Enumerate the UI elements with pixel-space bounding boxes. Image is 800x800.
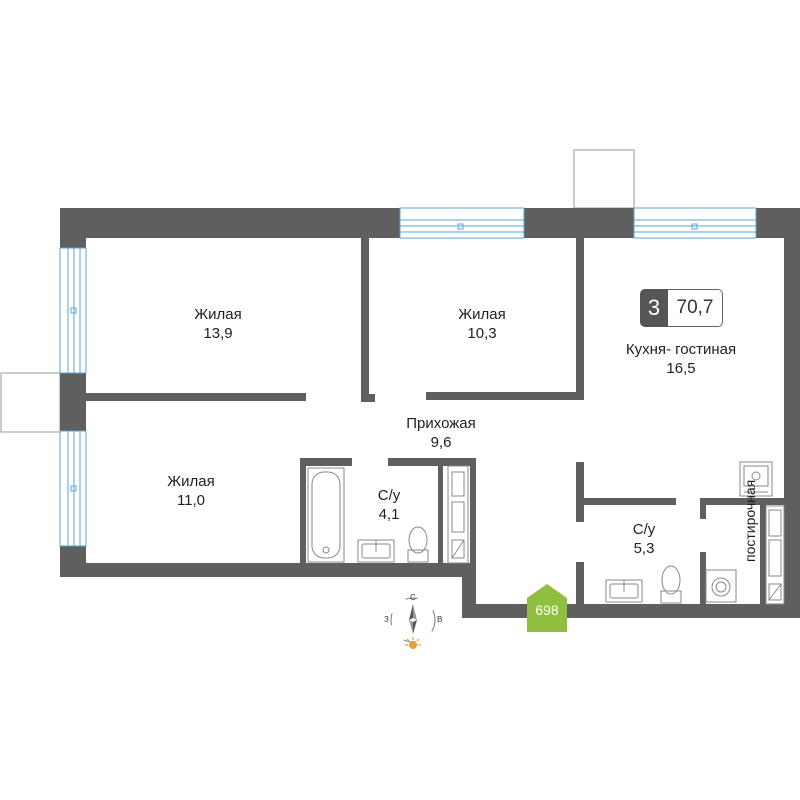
wall-room2-bottom bbox=[426, 392, 584, 400]
wall-bath1-right bbox=[470, 458, 476, 565]
room-area: 9,6 bbox=[430, 434, 452, 451]
bathtub-icon bbox=[307, 467, 345, 563]
apartment-number: 698 bbox=[535, 602, 559, 618]
windows bbox=[59, 207, 757, 547]
window-left-bottom bbox=[59, 430, 87, 547]
room-kitchen-living: Кухня- гостиная 16,5 bbox=[626, 340, 736, 378]
fixtures bbox=[307, 461, 785, 605]
room-name: С/у bbox=[377, 487, 401, 504]
wall-bottom-right bbox=[567, 604, 800, 618]
wall-bottom-left bbox=[60, 563, 464, 577]
rooms-count: 3 bbox=[640, 289, 668, 327]
wall-kitchen-left bbox=[576, 236, 584, 400]
wall-top-middle bbox=[524, 208, 634, 238]
room-laundry-label: постирочная bbox=[742, 479, 758, 562]
window-top-middle bbox=[399, 207, 525, 239]
room-bedroom-1: Жилая 13,9 bbox=[194, 305, 241, 343]
room-bathroom-2: С/у 5,3 bbox=[633, 520, 656, 558]
wall-top-left bbox=[60, 208, 400, 238]
wall-storage-right bbox=[760, 505, 766, 605]
wall-bath1-inner bbox=[438, 458, 443, 565]
balcony-left bbox=[0, 372, 61, 433]
compass-icon bbox=[390, 597, 436, 643]
room-bathroom-1: С/у 4,1 bbox=[378, 486, 401, 524]
washing-machine-icon bbox=[705, 569, 737, 603]
wall-storage-stub-top bbox=[700, 505, 706, 519]
total-area: 70,7 bbox=[668, 289, 723, 327]
wall-bath1-top-right bbox=[388, 458, 476, 466]
sink-icon-2 bbox=[605, 579, 643, 603]
wall-bedroom-divider bbox=[86, 393, 306, 401]
sun-icon bbox=[405, 637, 421, 650]
room-bedroom-3: Жилая 11,0 bbox=[167, 472, 214, 510]
toilet-icon bbox=[407, 526, 429, 563]
room-name: С/у bbox=[632, 521, 656, 538]
room-area: 4,1 bbox=[378, 506, 400, 523]
room-area: 11,0 bbox=[176, 492, 206, 509]
apartment-number-badge: 698 bbox=[527, 584, 567, 632]
wall-bedrooms-divider bbox=[361, 236, 369, 396]
wall-left-top bbox=[60, 208, 86, 248]
sink-icon bbox=[357, 539, 395, 563]
room-bedroom-2: Жилая 10,3 bbox=[458, 305, 505, 343]
wall-right bbox=[784, 208, 800, 606]
room-name: Прихожая bbox=[406, 415, 476, 432]
room-name: Жилая bbox=[167, 473, 215, 490]
window-left-top bbox=[59, 247, 87, 374]
room-name: Жилая bbox=[194, 306, 242, 323]
apartment-summary-badge: 3 70,7 bbox=[640, 289, 723, 327]
wall-bottom-entry-left bbox=[462, 604, 528, 618]
wall-stub bbox=[361, 394, 375, 402]
wall-bath1-left bbox=[300, 458, 306, 565]
wall-left-middle bbox=[60, 373, 86, 431]
washer-column-icon bbox=[447, 465, 469, 564]
compass-east: В bbox=[437, 615, 443, 624]
wall-bottom-step bbox=[462, 563, 476, 617]
wall-storage-top bbox=[700, 498, 784, 505]
room-area: 5,3 bbox=[633, 540, 655, 557]
wall-bath2-top bbox=[584, 498, 676, 505]
room-hallway: Прихожая 9,6 bbox=[406, 414, 476, 452]
room-area: 16,5 bbox=[666, 360, 696, 377]
wall-top-right bbox=[756, 208, 786, 238]
compass-north: С bbox=[410, 593, 416, 602]
walls bbox=[60, 208, 800, 618]
compass-west: З bbox=[384, 615, 389, 624]
room-area: 13,9 bbox=[203, 325, 233, 342]
room-name: Жилая bbox=[458, 306, 506, 323]
balcony-top bbox=[573, 149, 635, 209]
stove-icon bbox=[739, 461, 773, 497]
shelf-icon bbox=[765, 505, 785, 605]
wall-storage-stub-bottom bbox=[700, 552, 706, 606]
room-name: Кухня- гостиная bbox=[625, 341, 737, 358]
room-area: 10,3 bbox=[467, 325, 497, 342]
balconies bbox=[0, 149, 635, 433]
window-top-right bbox=[633, 207, 757, 239]
wall-bath2-left-top bbox=[576, 462, 584, 522]
wall-bath1-top-left bbox=[300, 458, 352, 466]
toilet-icon-2 bbox=[660, 565, 682, 604]
wall-bath2-left-bottom bbox=[576, 562, 584, 606]
